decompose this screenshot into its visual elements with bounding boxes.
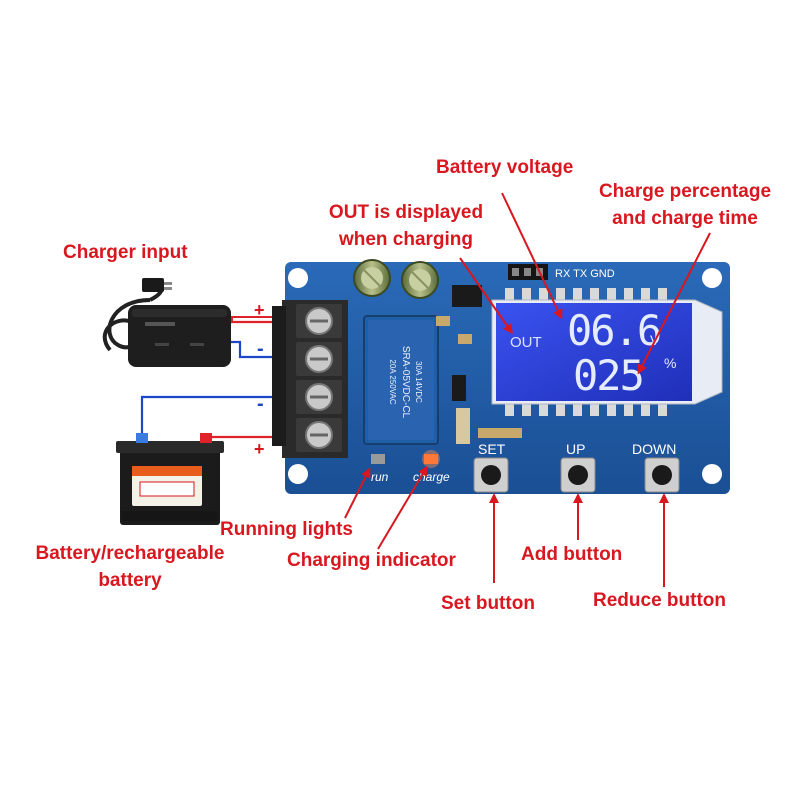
- label-charge-percentage: Charge percentage and charge time: [585, 178, 785, 232]
- label-running-lights: Running lights: [220, 519, 353, 540]
- label-add-button: Add button: [521, 544, 623, 565]
- down-button-label: DOWN: [632, 441, 676, 457]
- arrow-out-displayed: [459, 257, 513, 335]
- label-charge-percentage-line1: Charge percentage: [598, 181, 772, 202]
- label-battery-line2: battery: [98, 570, 162, 591]
- arrow-charging-indicator: [377, 465, 428, 550]
- up-button[interactable]: [560, 457, 596, 493]
- label-charge-percentage-line2: and charge time: [612, 208, 758, 229]
- charger-minus-mark: -: [257, 338, 264, 360]
- screw-terminals: [296, 304, 342, 452]
- pcb-board: SRA-05VDC-CL 20A 250VAC 30A 14VDC RX TX …: [272, 259, 730, 494]
- lcd-percentage-value: 025: [573, 351, 643, 400]
- lcd-pin-row-top: [505, 288, 667, 300]
- label-charging-indicator: Charging indicator: [287, 550, 456, 571]
- lcd-pin-row-bottom: [505, 404, 667, 416]
- charger-plus-mark: +: [254, 300, 265, 320]
- battery-plus-mark: +: [254, 439, 265, 459]
- arrow-charge-percentage: [637, 232, 711, 375]
- label-out-displayed: OUT is displayed when charging: [318, 199, 494, 253]
- header-pins-label: RX TX GND: [555, 268, 615, 280]
- callout-arrows: [344, 192, 711, 587]
- charge-led: [424, 454, 438, 464]
- label-out-displayed-line1: OUT is displayed: [328, 202, 484, 223]
- run-led-label: run: [371, 470, 389, 484]
- label-reduce-button: Reduce button: [593, 590, 726, 611]
- capacitors: [353, 259, 439, 299]
- arrow-battery-voltage: [501, 192, 563, 320]
- lcd-percentage-unit: %: [664, 355, 676, 371]
- battery-minus-mark: -: [257, 393, 264, 415]
- label-battery-line1: Battery/rechargeable: [35, 543, 225, 564]
- charger-adapter: [102, 278, 231, 367]
- label-out-displayed-line2: when charging: [338, 229, 474, 250]
- relay-rating-text-2: 30A 14VDC: [414, 361, 423, 403]
- arrow-running-lights: [344, 467, 371, 519]
- label-charger-input: Charger input: [63, 242, 188, 263]
- lcd-out-text: OUT: [510, 334, 542, 351]
- battery-illustration: [116, 433, 224, 525]
- lcd-display: OUT 06.6 V 025 %: [491, 299, 723, 405]
- label-set-button: Set button: [441, 593, 535, 614]
- relay-rating-text-1: 20A 250VAC: [388, 359, 397, 404]
- run-led: [371, 454, 385, 464]
- label-battery-voltage: Battery voltage: [436, 157, 574, 178]
- relay-model-text: SRA-05VDC-CL: [400, 346, 411, 419]
- label-battery: Battery/rechargeable battery: [20, 540, 240, 594]
- down-button[interactable]: [644, 457, 680, 493]
- up-button-label: UP: [566, 441, 585, 457]
- lcd-voltage-value: 06.6: [567, 306, 660, 355]
- set-button-label: SET: [478, 441, 506, 457]
- set-button[interactable]: [473, 457, 509, 493]
